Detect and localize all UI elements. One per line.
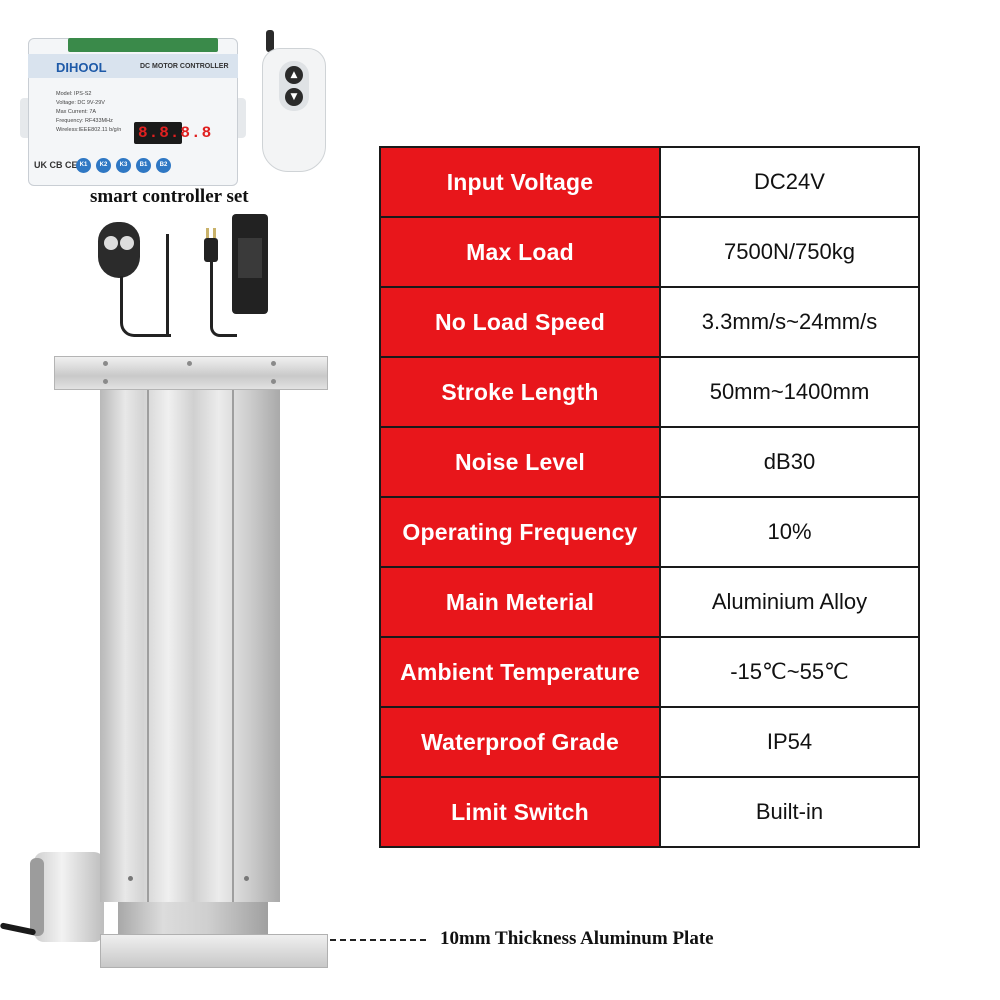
controller-terminal-block (68, 38, 218, 52)
table-row: No Load Speed 3.3mm/s~24mm/s (379, 286, 920, 358)
cable (166, 234, 169, 337)
column-groove (232, 390, 234, 902)
controller-header (28, 54, 238, 78)
motor-image (34, 852, 104, 942)
table-row: Operating Frequency 10% (379, 496, 920, 568)
spec-value: Aluminium Alloy (659, 566, 920, 638)
controller-button: K3 (116, 158, 131, 173)
plate-hole (103, 379, 108, 384)
spec-label: Main Meterial (379, 566, 661, 638)
table-row: Ambient Temperature -15℃~55℃ (379, 636, 920, 708)
spec-value: IP54 (659, 706, 920, 778)
table-row: Max Load 7500N/750kg (379, 216, 920, 288)
remote-button-pad: ▲ ▼ (279, 61, 309, 111)
table-row: Input Voltage DC24V (379, 146, 920, 218)
controller-box-image: DIHOOL DC MOTOR CONTROLLER Model: IPS-S2… (20, 38, 246, 186)
spec-value: 7500N/750kg (659, 216, 920, 288)
spec-value: dB30 (659, 426, 920, 498)
plug-prong (206, 228, 209, 238)
coiled-cable (120, 276, 171, 337)
power-adapter-image (232, 214, 268, 314)
spec-value: 3.3mm/s~24mm/s (659, 286, 920, 358)
plug-prong (213, 228, 216, 238)
spec-label: Operating Frequency (379, 496, 661, 568)
motor-end-cap (30, 858, 44, 936)
down-arrow-icon: ▼ (285, 88, 303, 106)
controller-button: K1 (76, 158, 91, 173)
spec-label: Max Load (379, 216, 661, 288)
controller-cert-marks: UK CB CE (34, 160, 78, 170)
column-screw (244, 876, 249, 881)
column-base-section (118, 902, 268, 936)
table-row: Main Meterial Aluminium Alloy (379, 566, 920, 638)
spec-value: 10% (659, 496, 920, 568)
spec-label: Limit Switch (379, 776, 661, 848)
controller-brand: DIHOOL (56, 60, 107, 75)
plate-hole (271, 379, 276, 384)
spec-value: Built-in (659, 776, 920, 848)
spec-table: Input Voltage DC24V Max Load 7500N/750kg… (379, 146, 920, 848)
controller-button: K2 (96, 158, 111, 173)
controller-button: B1 (136, 158, 151, 173)
spec-label: Input Voltage (379, 146, 661, 218)
table-row: Noise Level dB30 (379, 426, 920, 498)
table-row: Stroke Length 50mm~1400mm (379, 356, 920, 428)
adapter-label (238, 238, 262, 278)
column-groove (147, 390, 149, 902)
spec-label: Ambient Temperature (379, 636, 661, 708)
power-plug-image (204, 228, 218, 262)
plate-hole (271, 361, 276, 366)
controller-button: B2 (156, 158, 171, 173)
controller-set-caption: smart controller set (90, 186, 249, 207)
controller-display: 8.8.8.8 (134, 122, 211, 144)
spec-label: Waterproof Grade (379, 706, 661, 778)
spec-value: -15℃~55℃ (659, 636, 920, 708)
spec-value: 50mm~1400mm (659, 356, 920, 428)
controller-display-digits: 8.8.8.8 (138, 124, 213, 142)
hand-button-icon (104, 236, 118, 250)
power-cable (210, 262, 237, 337)
leader-line (330, 939, 426, 941)
wireless-remote-image: ▲ ▼ (262, 48, 326, 172)
base-mounting-plate (100, 934, 328, 968)
table-row: Limit Switch Built-in (379, 776, 920, 848)
spec-label: Stroke Length (379, 356, 661, 428)
table-row: Waterproof Grade IP54 (379, 706, 920, 778)
hand-controller-image (98, 222, 140, 278)
remote-antenna (266, 30, 274, 52)
spec-label: No Load Speed (379, 286, 661, 358)
up-arrow-icon: ▲ (285, 66, 303, 84)
column-screw (128, 876, 133, 881)
controller-button-row: K1 K2 K3 B1 B2 (76, 158, 171, 173)
controller-spec-text: Model: IPS-S2 Voltage: DC 9V-29V Max Cur… (56, 91, 122, 133)
plate-hole (103, 361, 108, 366)
top-mounting-plate (54, 356, 328, 390)
plate-caption: 10mm Thickness Aluminum Plate (440, 928, 714, 949)
lifting-column-image (100, 390, 280, 902)
spec-label: Noise Level (379, 426, 661, 498)
hand-button-icon (120, 236, 134, 250)
plate-hole (187, 361, 192, 366)
controller-title: DC MOTOR CONTROLLER (140, 63, 229, 70)
spec-value: DC24V (659, 146, 920, 218)
